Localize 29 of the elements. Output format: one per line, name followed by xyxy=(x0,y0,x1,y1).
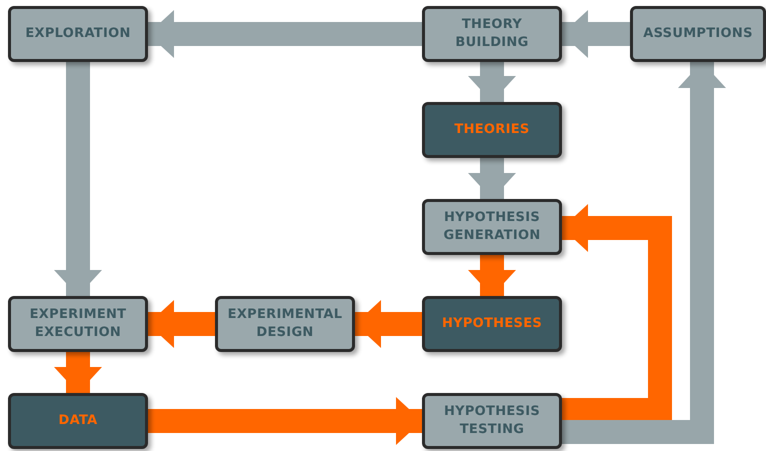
block-arrow xyxy=(562,204,672,422)
box-label: HYPOTHESIS GENERATION xyxy=(442,209,542,245)
box-label: THEORIES xyxy=(453,121,531,139)
box-label: EXPERIMENT EXECUTION xyxy=(28,306,128,342)
process-box xyxy=(422,199,562,255)
box-label: EXPERIMENTAL DESIGN xyxy=(226,306,344,342)
block-arrow xyxy=(468,158,516,199)
process-box xyxy=(422,393,562,449)
block-arrow xyxy=(468,62,516,102)
block-arrow xyxy=(54,352,102,393)
box-label: HYPOTHESES xyxy=(440,315,544,333)
highlight-box xyxy=(422,296,562,352)
process-box xyxy=(422,6,562,62)
block-arrow xyxy=(468,255,516,296)
process-box xyxy=(8,296,148,352)
block-arrow xyxy=(148,10,422,58)
box-label: DATA xyxy=(58,412,98,430)
block-arrow xyxy=(54,62,102,296)
highlight-box xyxy=(422,102,562,158)
box-label: EXPLORATION xyxy=(24,25,132,43)
block-arrow xyxy=(562,62,726,444)
box-label: HYPOTHESIS TESTING xyxy=(442,403,542,439)
box-label: THEORY BUILDING xyxy=(454,16,530,52)
process-box xyxy=(215,296,355,352)
highlight-box xyxy=(8,393,148,449)
process-box xyxy=(8,6,148,62)
process-box xyxy=(630,6,766,62)
box-label: ASSUMPTIONS xyxy=(642,25,754,43)
block-arrow xyxy=(148,397,422,445)
